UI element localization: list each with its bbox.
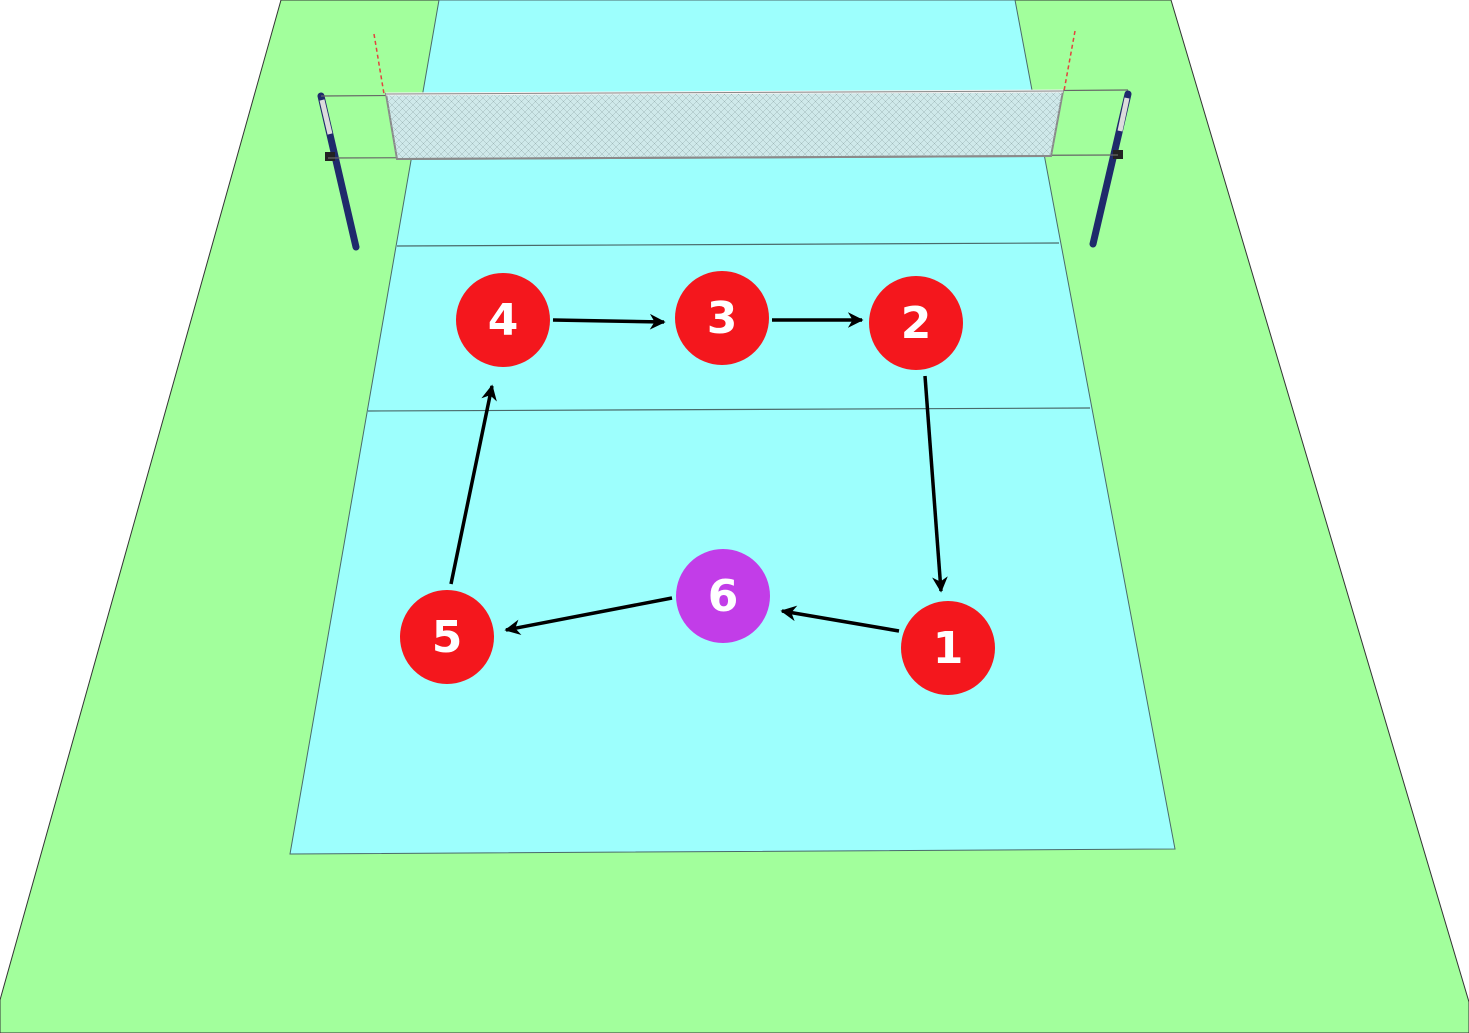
player-6-label: 6 xyxy=(708,571,739,622)
arrow-2-to-1 xyxy=(923,375,948,593)
player-5-label: 5 xyxy=(432,612,463,663)
player-3: 3 xyxy=(675,271,769,365)
antenna-left xyxy=(373,33,385,95)
player-6-marker xyxy=(676,549,770,643)
net xyxy=(317,30,1132,251)
player-4-marker xyxy=(456,273,550,367)
player-4-label: 4 xyxy=(488,295,519,346)
player-1-marker xyxy=(901,601,995,695)
player-5: 5 xyxy=(400,590,494,684)
player-6: 6 xyxy=(676,549,770,643)
player-3-marker xyxy=(675,271,769,365)
player-2: 2 xyxy=(869,276,963,370)
rotation-arrows xyxy=(449,312,948,636)
player-4: 4 xyxy=(456,273,550,367)
player-1-label: 1 xyxy=(933,623,964,674)
arrow-1-to-6 xyxy=(780,605,900,633)
arrow-4-to-3 xyxy=(552,313,666,330)
arrow-6-to-5 xyxy=(504,596,673,636)
attack-line-far xyxy=(396,242,1060,247)
antenna-right xyxy=(1063,30,1076,92)
player-2-marker xyxy=(869,276,963,370)
player-2-label: 2 xyxy=(901,298,932,349)
player-3-label: 3 xyxy=(707,293,738,344)
player-5-marker xyxy=(400,590,494,684)
arrow-5-to-4 xyxy=(449,384,497,585)
player-1: 1 xyxy=(901,601,995,695)
